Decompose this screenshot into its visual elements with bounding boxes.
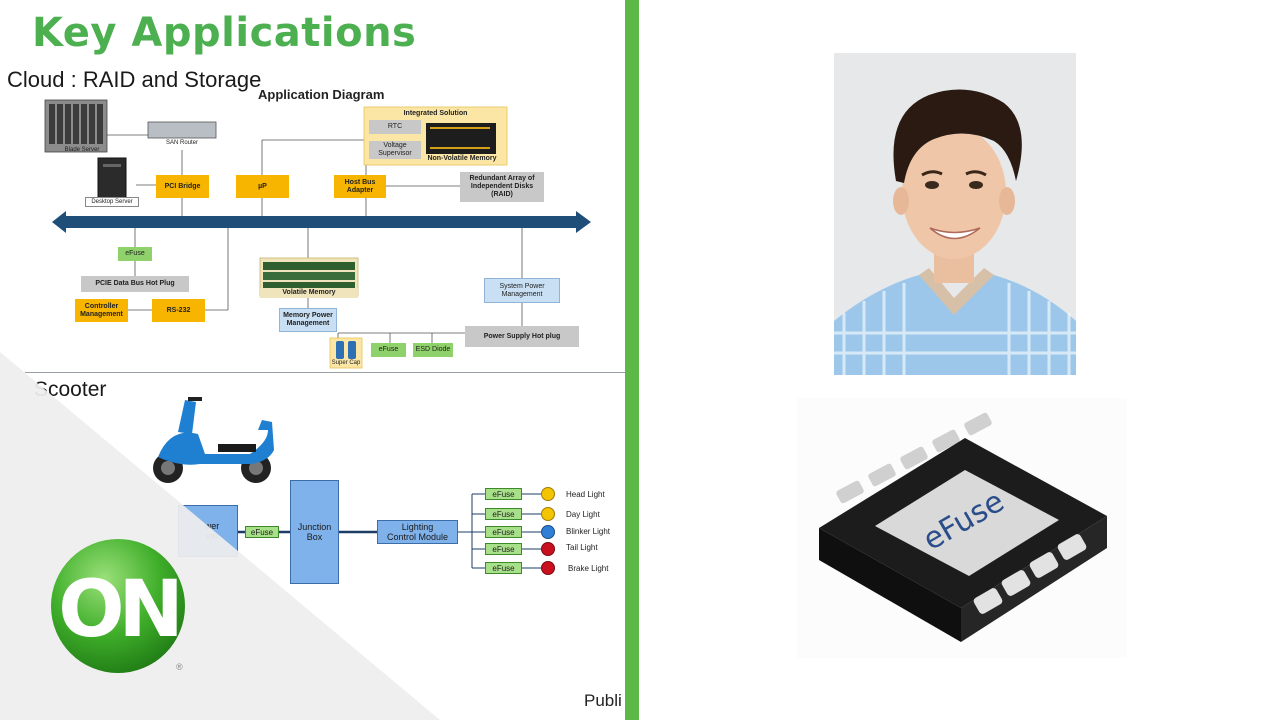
efuse-tail-light: eFuse [485, 543, 522, 555]
system-power-management-box: System Power Management [484, 278, 560, 303]
logo-text: ON [58, 565, 178, 655]
tail-light-lamp-icon [541, 542, 555, 556]
integrated-solution-label: Integrated Solution [403, 110, 468, 117]
efuse-chip-image: eFuse [797, 398, 1127, 658]
slide-title: Key Applications [32, 10, 417, 56]
cloud-diagram: Blade Server SAN Router Desktop Server P… [0, 0, 625, 372]
blinker-light-label: Blinker Light [566, 527, 611, 536]
lighting-control-module: Lighting Control Module [377, 520, 458, 544]
scooter-illustration [153, 397, 274, 483]
section-divider [25, 372, 625, 373]
power-supply-hot-plug-box: Power Supply Hot plug [465, 326, 579, 347]
volatile-memory-label: Volatile Memory [260, 288, 358, 298]
scooter-diagram-lines [153, 397, 541, 569]
head-light-label: Head Light [566, 490, 605, 499]
pcie-hot-plug-box: PCIE Data Bus Hot Plug [81, 276, 189, 292]
efuse-box-memory: eFuse [371, 343, 406, 357]
efuse-head-light: eFuse [485, 488, 522, 500]
presenter-illustration [834, 53, 1076, 375]
efuse-box-scooter-main: eFuse [245, 526, 279, 538]
slide-subtitle: Cloud : RAID and Storage [7, 67, 262, 92]
power-label-partial: wer [204, 521, 220, 531]
rs232-box: RS-232 [152, 299, 205, 322]
head-light-lamp-icon [541, 487, 555, 501]
day-light-lamp-icon [541, 507, 555, 521]
super-cap-label: Super Cap [331, 359, 361, 366]
esd-diode-box: ESD Diode [413, 343, 453, 357]
junction-box: Junction Box [290, 480, 339, 584]
slide-panel: Key Applications Cloud : RAID and Storag… [0, 0, 625, 720]
microprocessor-box: µP [236, 175, 289, 198]
host-bus-adapter-box: Host Bus Adapter [334, 175, 386, 198]
san-router-label: SAN Router [165, 140, 198, 146]
desktop-server-label: Desktop Server [85, 197, 139, 207]
efuse-day-light: eFuse [485, 508, 522, 520]
on-semiconductor-logo: ON [51, 539, 185, 673]
efuse-brake-light: eFuse [485, 562, 522, 574]
scooter-title: Scooter [34, 378, 107, 401]
presenter-photo [834, 53, 1076, 375]
non-volatile-memory-label: Non-Volatile Memory [426, 154, 498, 164]
efuse-blinker-light: eFuse [485, 526, 522, 538]
raid-box: Redundant Array of Independent Disks (RA… [460, 172, 544, 202]
pci-bridge-box: PCI Bridge [156, 175, 209, 198]
registered-mark: ® [176, 662, 183, 672]
tail-light-label: Tail Light [566, 543, 598, 552]
rtc-box: RTC [369, 120, 421, 134]
efuse-chip-illustration: eFuse [819, 412, 1107, 642]
controller-management-box: Controller Management [75, 299, 128, 322]
footer-text-partial: Publi [584, 691, 622, 710]
day-light-label: Day Light [566, 510, 600, 519]
green-separator-bar [625, 0, 639, 720]
blade-server-label: Blade Server [64, 147, 100, 153]
memory-power-management-box: Memory Power Management [279, 308, 337, 332]
voltage-supervisor-box: Voltage Supervisor [369, 141, 421, 159]
brake-light-label: Brake Light [568, 564, 609, 573]
brake-light-lamp-icon [541, 561, 555, 575]
diagram-title: Application Diagram [258, 87, 385, 102]
blinker-light-lamp-icon [541, 525, 555, 539]
efuse-box-cloud: eFuse [118, 247, 152, 261]
